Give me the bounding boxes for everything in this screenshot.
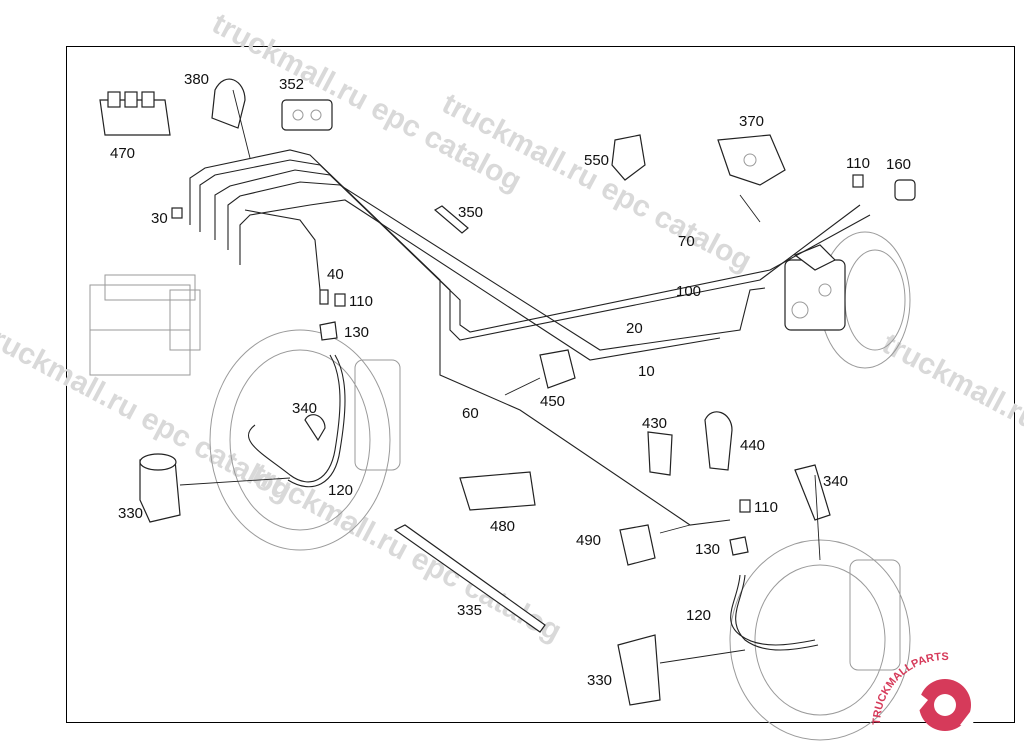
label-110-left: 110: [349, 293, 373, 310]
part-490-block: [619, 524, 656, 566]
label-120-rear: 120: [686, 607, 711, 624]
label-370: 370: [739, 113, 764, 130]
part-450-block: [539, 349, 576, 389]
label-335: 335: [457, 602, 482, 619]
logo-gear-hole: [934, 694, 956, 716]
label-490: 490: [576, 532, 601, 549]
part-40-fitting: [319, 289, 329, 305]
label-380: 380: [184, 71, 209, 88]
label-60: 60: [462, 405, 479, 422]
label-130-front: 130: [344, 324, 369, 341]
part-110-bolt-rear: [739, 499, 751, 513]
abs-control-unit: [89, 274, 201, 376]
label-40: 40: [327, 266, 344, 283]
part-440-clip: [704, 411, 733, 471]
label-30: 30: [151, 210, 168, 227]
leader-lines: [179, 89, 821, 664]
front-brake-disc: [209, 329, 401, 551]
brake-pipe-bundle: [189, 149, 871, 526]
brake-hose-front: [248, 354, 346, 488]
label-550: 550: [584, 152, 609, 169]
brake-booster: [784, 231, 911, 369]
watermark-text: truckmall.ru: [877, 327, 1024, 437]
part-330-holder-rear: [617, 634, 661, 706]
label-430: 430: [642, 415, 667, 432]
part-470-clip-block: [99, 91, 171, 136]
part-352-clip-block: [281, 99, 333, 131]
label-20: 20: [626, 320, 643, 337]
part-130-clip-front: [319, 321, 338, 341]
label-100: 100: [676, 283, 701, 300]
rear-brake-disc: [729, 539, 911, 741]
part-labels: 470 380 352 370 550 110 160 30 350 70 40…: [110, 71, 911, 689]
label-120-front: 120: [328, 482, 353, 499]
part-370-bracket: [717, 134, 786, 186]
part-480-clip-block: [459, 471, 536, 511]
part-330-holder-front: [139, 453, 181, 523]
label-352: 352: [279, 76, 304, 93]
label-480: 480: [490, 518, 515, 535]
part-160-sleeve: [894, 179, 916, 201]
label-340-front: 340: [292, 400, 317, 417]
label-110-top: 110: [846, 155, 870, 172]
part-380-cover: [211, 78, 246, 129]
part-350-pin: [433, 205, 469, 234]
part-130-clip-rear: [729, 536, 749, 556]
label-350: 350: [458, 204, 483, 221]
part-430-clip: [647, 431, 673, 476]
part-110-bolt-left: [334, 293, 346, 307]
part-550-bracket: [611, 134, 646, 181]
label-440: 440: [740, 437, 765, 454]
part-340-clip-front: [304, 414, 326, 442]
part-110-bolt-top: [852, 174, 864, 188]
label-450: 450: [540, 393, 565, 410]
label-330-front: 330: [118, 505, 143, 522]
label-130-rear: 130: [695, 541, 720, 558]
label-10: 10: [638, 363, 655, 380]
part-340-clip-rear: [794, 464, 831, 521]
label-330-rear: 330: [587, 672, 612, 689]
label-70: 70: [678, 233, 695, 250]
label-340-rear: 340: [823, 473, 848, 490]
part-30-screw: [171, 207, 183, 219]
part-335-cable-tie: [393, 524, 546, 633]
brake-hose-rear: [730, 574, 819, 651]
label-470: 470: [110, 145, 135, 162]
label-160: 160: [886, 156, 911, 173]
label-110-rear: 110: [754, 499, 778, 516]
diagram-frame: [66, 46, 1015, 723]
truckmallparts-logo: TRUCKMALLPARTS: [871, 651, 975, 731]
